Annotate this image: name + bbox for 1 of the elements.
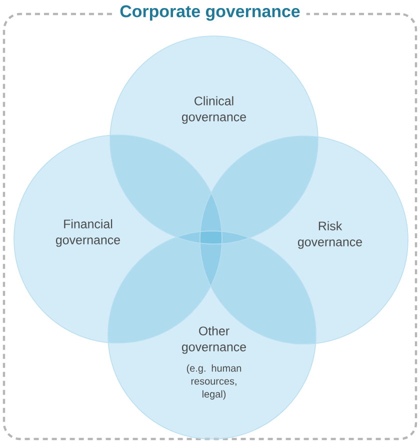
- title: Corporate governance: [114, 3, 306, 23]
